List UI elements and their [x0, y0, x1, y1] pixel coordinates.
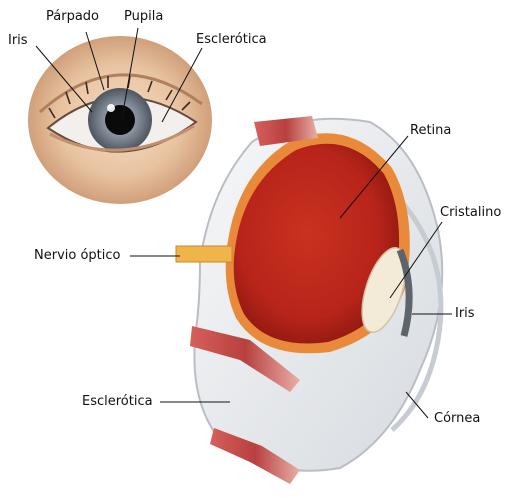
external-eye: [28, 36, 212, 204]
label-lens: Cristalino: [440, 206, 501, 220]
pupil-highlight: [107, 104, 115, 112]
label-sclera-section: Esclerótica: [82, 395, 153, 409]
label-cornea: Córnea: [434, 412, 480, 426]
label-iris-external: Iris: [8, 34, 28, 48]
label-retina: Retina: [410, 124, 451, 138]
eye-cross-section: [176, 116, 442, 484]
label-sclera-external: Esclerótica: [196, 33, 267, 47]
label-iris-section: Iris: [455, 307, 475, 321]
label-optic-nerve: Nervio óptico: [34, 249, 120, 263]
optic-nerve-shape: [176, 246, 232, 262]
label-pupil: Pupila: [124, 10, 163, 24]
label-eyelid: Párpado: [46, 10, 99, 24]
